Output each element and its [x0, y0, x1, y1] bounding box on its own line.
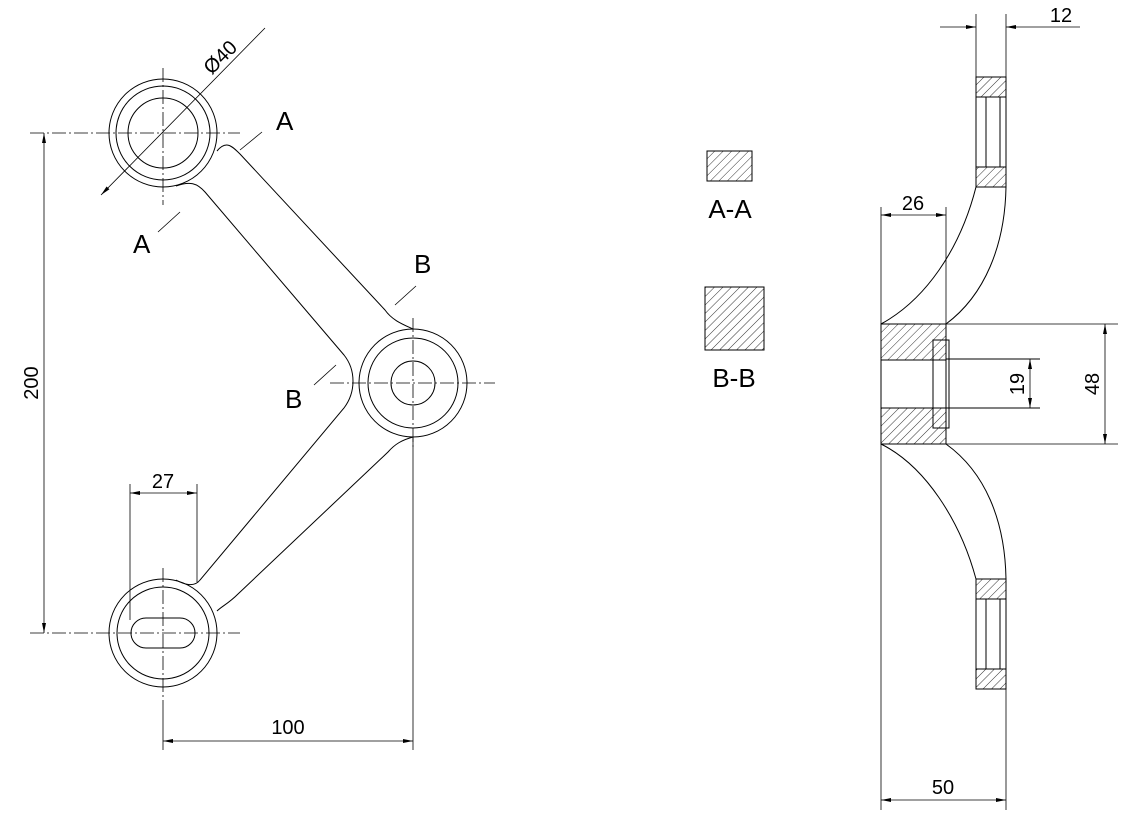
- side-top-fitting: [975, 76, 1007, 188]
- section-mark-a-top: A: [276, 106, 294, 136]
- slot-dimension: 27: [129, 471, 198, 620]
- front-view: Ø40 200 100 27 A A B: [21, 27, 495, 750]
- slot-label: 27: [152, 471, 174, 493]
- section-mark-b-top: B: [414, 249, 431, 279]
- diameter-label: Ø40: [200, 37, 242, 79]
- side-depth-label: 50: [932, 777, 954, 799]
- side-hub: [880, 323, 1040, 445]
- side-depth-dimension: 50: [880, 444, 1007, 810]
- side-bottom-fitting: [975, 578, 1007, 690]
- section-aa-shape: [706, 150, 753, 182]
- width-label: 100: [271, 717, 304, 739]
- height-dimension: 200: [21, 133, 46, 633]
- width-dimension: 100: [162, 437, 414, 750]
- section-bb-shape: [704, 286, 765, 351]
- section-aa-label: A-A: [708, 194, 752, 224]
- side-bore-dimension: 19: [1007, 359, 1032, 408]
- arms-outline: [175, 144, 414, 612]
- section-mark-a-bottom: A: [133, 229, 151, 259]
- side-arms: [880, 186, 1007, 580]
- center-lines: [30, 68, 495, 705]
- side-view: 12 26 50 48 19: [880, 5, 1118, 810]
- height-label: 200: [21, 366, 43, 399]
- section-marks: A A B B: [133, 106, 431, 414]
- sections: A-A B-B: [704, 150, 765, 393]
- diameter-dimension: Ø40: [100, 27, 266, 196]
- side-top-dimension: 12: [940, 5, 1080, 77]
- side-bore-label: 19: [1007, 373, 1029, 395]
- side-hub-label: 48: [1082, 373, 1104, 395]
- side-offset-label: 26: [902, 193, 924, 215]
- section-bb-label: B-B: [712, 363, 755, 393]
- section-mark-b-bottom: B: [285, 384, 302, 414]
- side-top-label: 12: [1050, 5, 1072, 27]
- side-hub-dimension: 48: [946, 323, 1118, 445]
- side-offset-dimension: 26: [880, 193, 947, 324]
